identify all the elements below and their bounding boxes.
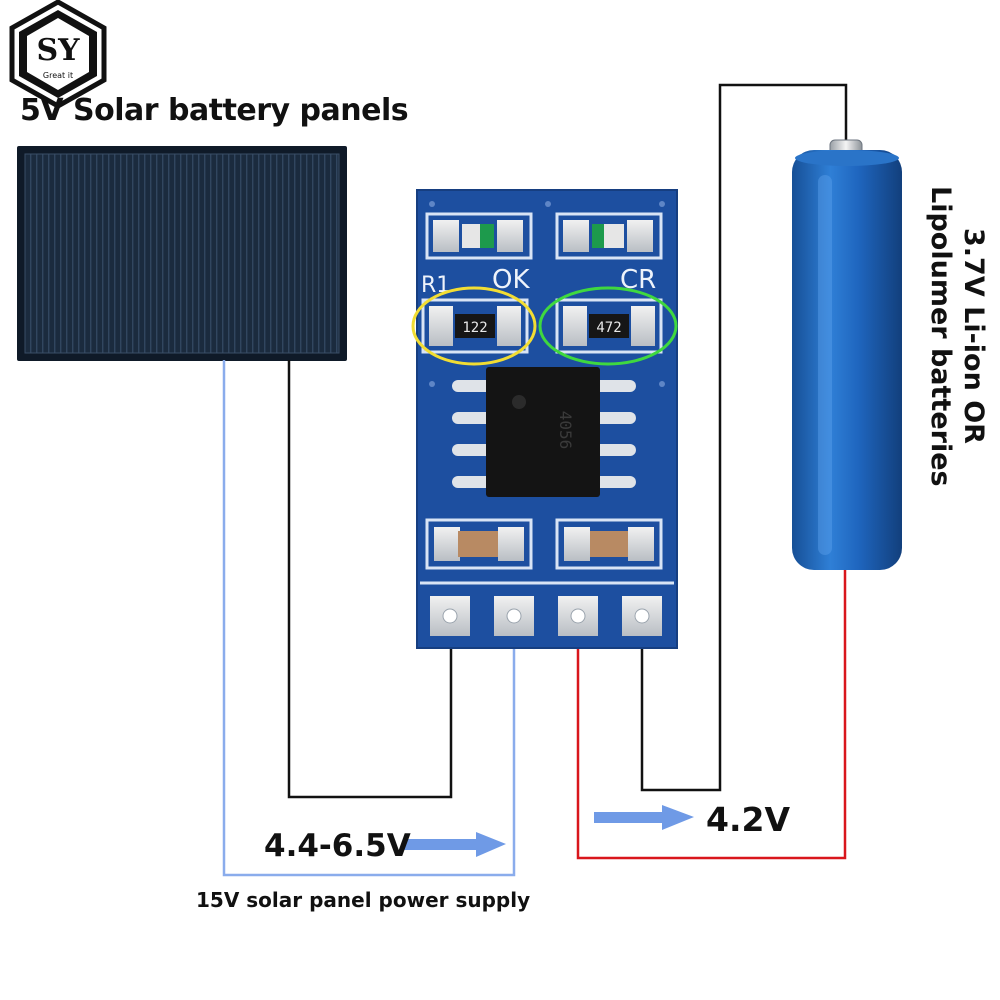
capacitor-right [555, 518, 663, 570]
highlight-yellow-ellipse [411, 286, 537, 366]
wire-panel-negative [287, 360, 453, 799]
led-ok [425, 212, 533, 260]
charger-board: R1 OK CR 122 472 [411, 189, 678, 649]
ic-marking: 4056 [556, 411, 575, 450]
logo: SY Great it [9, 0, 107, 109]
solar-panel [17, 146, 347, 361]
wire-battery-positive [576, 568, 847, 860]
wire-panel-positive [222, 360, 516, 877]
resistor-r2: 472 [555, 298, 663, 354]
resistor-code-122: 122 [462, 320, 487, 336]
logo-tagline: Great it [43, 71, 73, 80]
resistor-code-472: 472 [596, 320, 621, 336]
battery [792, 139, 902, 570]
output-arrow [594, 805, 694, 830]
capacitor-left [425, 518, 533, 570]
led-cr [555, 212, 663, 260]
battery-caption-line2: Lipolumer batteries [925, 186, 956, 487]
input-arrow [404, 832, 506, 857]
resistor-r1: 122 [421, 298, 529, 354]
panel-title: 5V Solar battery panels [20, 93, 409, 128]
silk-r1: R1 [421, 273, 450, 298]
wires [222, 83, 848, 877]
output-voltage-label: 4.2V [706, 800, 790, 839]
supply-caption: 15V solar panel power supply [196, 888, 531, 912]
terminal-pads [430, 596, 662, 636]
ic-pins [452, 380, 636, 488]
wire-battery-negative [640, 83, 848, 792]
highlight-green-ellipse [538, 286, 678, 366]
battery-caption: 3.7V Li-ion OR Lipolumer batteries [918, 186, 998, 487]
input-voltage-label: 4.4-6.5V [264, 828, 411, 864]
charger-ic: 4056 [486, 367, 600, 497]
logo-mark: SY [36, 33, 80, 68]
battery-caption-line1: 3.7V Li-ion OR [958, 228, 989, 444]
